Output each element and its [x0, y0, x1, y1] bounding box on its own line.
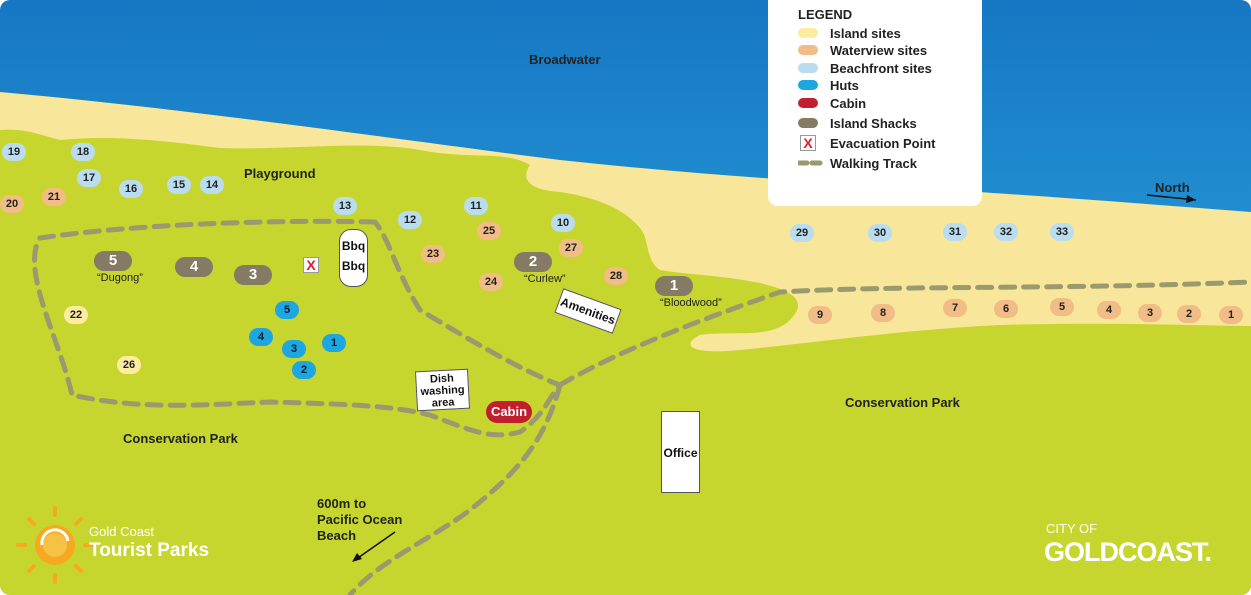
legend-label: Island sites	[830, 25, 901, 41]
legend-item-waterview-sites: Waterview sites	[798, 42, 927, 58]
beachfront-site: 30	[868, 224, 892, 242]
waterview-site: 28	[604, 267, 628, 285]
island-site: 26	[117, 356, 141, 374]
grass-area	[0, 129, 1251, 595]
bbq-label-1: Bbq	[341, 239, 366, 253]
waterview-site: 24	[479, 273, 503, 291]
legend-swatch	[798, 80, 818, 90]
brand-right-line2: GOLDCOAST.	[1044, 537, 1212, 567]
shack-name-dugong: “Dugong”	[97, 272, 143, 284]
legend-label: Evacuation Point	[830, 135, 936, 151]
waterview-site: 23	[421, 245, 445, 263]
legend-label: Cabin	[830, 95, 867, 111]
legend-swatch	[798, 118, 818, 128]
waterview-site: 20	[0, 195, 24, 213]
waterview-site: 2	[1177, 305, 1201, 323]
waterview-site: 6	[994, 300, 1018, 318]
hut: 2	[292, 361, 316, 379]
playground-label: Playground	[244, 166, 316, 181]
legend-swatch	[798, 45, 818, 55]
legend-item-walking-track: Walking Track	[798, 155, 917, 171]
beachfront-site: 17	[77, 169, 101, 187]
brand-left-line2: Tourist Parks	[89, 540, 210, 561]
beachfront-site: 18	[71, 143, 95, 161]
legend-label: Beachfront sites	[830, 60, 932, 76]
beachfront-site: 33	[1050, 223, 1074, 241]
island-shack: 1	[655, 276, 693, 296]
beach-arrow-head	[352, 553, 362, 562]
bbq-area: Bbq Bbq	[339, 229, 368, 287]
conservation-park-left: Conservation Park	[123, 431, 238, 446]
north-arrow-head	[1186, 195, 1196, 203]
walking-track-south	[347, 382, 563, 595]
walking-track-icon	[798, 160, 824, 166]
beachfront-site: 32	[994, 223, 1018, 241]
beachfront-site: 19	[2, 143, 26, 161]
brand-left-line1: Gold Coast	[89, 524, 155, 539]
legend-panel: LEGEND Island sites Waterview sites Beac…	[768, 0, 982, 206]
legend-title: LEGEND	[798, 7, 853, 22]
waterview-site: 5	[1050, 298, 1074, 316]
waterview-site: 7	[943, 299, 967, 317]
beachfront-site: 31	[943, 223, 967, 241]
beachfront-site: 15	[167, 176, 191, 194]
dish-washing-area: Dish washing area	[414, 368, 471, 412]
island-site: 22	[64, 306, 88, 324]
beachfront-site: 11	[464, 197, 488, 215]
island-shack: 4	[175, 257, 213, 277]
legend-item-island-shacks: Island Shacks	[798, 115, 917, 131]
waterview-site: 1	[1219, 306, 1243, 324]
legend-label: Huts	[830, 77, 859, 93]
waterview-site: 8	[871, 304, 895, 322]
beachfront-site: 14	[200, 176, 224, 194]
beachfront-site: 12	[398, 211, 422, 229]
beachfront-site: 13	[333, 197, 357, 215]
water-label: Broadwater	[529, 52, 601, 67]
walking-track	[32, 218, 565, 438]
island-shack: 5	[94, 251, 132, 271]
north-label: North	[1155, 180, 1190, 195]
waterview-site: 21	[42, 188, 66, 206]
office-building: Office	[661, 411, 700, 493]
beachfront-site: 29	[790, 224, 814, 242]
bbq-label-2: Bbq	[341, 259, 366, 273]
hut: 1	[322, 334, 346, 352]
conservation-park-right: Conservation Park	[845, 395, 960, 410]
waterview-site: 27	[559, 239, 583, 257]
legend-swatch	[798, 98, 818, 108]
hut: 5	[275, 301, 299, 319]
walking-track-east	[557, 279, 1251, 388]
sun-logo-icon	[16, 506, 94, 584]
hut: 4	[249, 328, 273, 346]
legend-label: Waterview sites	[830, 42, 928, 58]
legend-item-huts: Huts	[798, 77, 859, 93]
evacuation-point-icon: X	[800, 135, 816, 151]
island-shack: 2	[514, 252, 552, 272]
legend-label: Island Shacks	[830, 115, 917, 131]
legend-swatch	[798, 28, 818, 38]
legend-item-evacuation-point: X Evacuation Point	[798, 135, 935, 151]
waterview-site: 25	[477, 222, 501, 240]
cabin: Cabin	[486, 401, 532, 423]
hut: 3	[282, 340, 306, 358]
legend-swatch	[798, 63, 818, 73]
beachfront-site: 16	[119, 180, 143, 198]
evacuation-point-icon: X	[303, 257, 319, 273]
legend-item-cabin: Cabin	[798, 95, 866, 111]
legend-label: Walking Track	[830, 155, 917, 171]
waterview-site: 3	[1138, 304, 1162, 322]
ocean-beach-direction: 600m to Pacific Ocean Beach	[317, 496, 403, 543]
legend-item-beachfront-sites: Beachfront sites	[798, 60, 932, 76]
shack-name-bloodwood: “Bloodwood”	[660, 297, 722, 309]
waterview-site: 9	[808, 306, 832, 324]
beachfront-site: 10	[551, 214, 575, 232]
island-shack: 3	[234, 265, 272, 285]
waterview-site: 4	[1097, 301, 1121, 319]
brand-right-line1: CITY OF	[1046, 521, 1098, 536]
shack-name-curlew: “Curlew”	[524, 273, 566, 285]
legend-item-island-sites: Island sites	[798, 25, 901, 41]
beach-arrow	[354, 531, 396, 561]
